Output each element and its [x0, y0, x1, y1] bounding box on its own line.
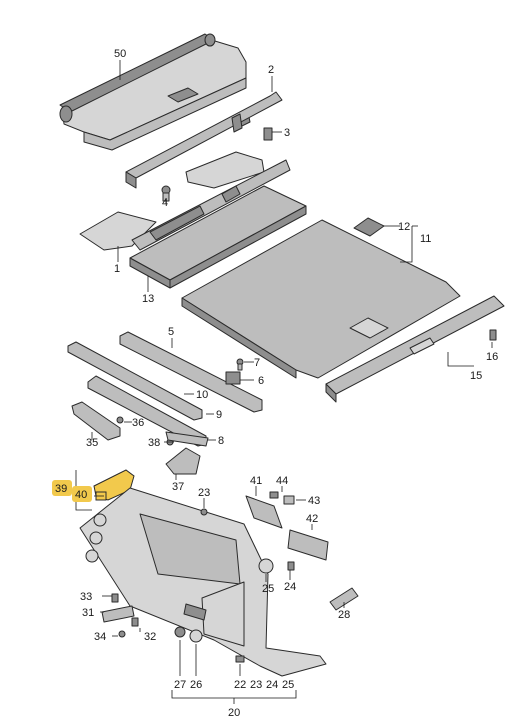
part-33-part: [111, 593, 119, 603]
callout-39: 39: [55, 483, 67, 495]
part-42-panel: [287, 529, 329, 561]
part-5-rail: [119, 331, 263, 413]
callout-9: 9: [216, 409, 222, 421]
callout-42: 42: [306, 513, 318, 525]
part-23-clip: [200, 508, 208, 516]
callout-25: 25: [262, 583, 274, 595]
callout-41: 41: [250, 475, 262, 487]
part-1-side-panel: [79, 159, 291, 251]
callout-25-lower: 25: [282, 679, 294, 691]
callout-37: 37: [172, 481, 184, 493]
callout-10: 10: [196, 389, 208, 401]
part-28-part: [329, 587, 359, 611]
callout-13: 13: [142, 293, 154, 305]
part-44-part: [269, 491, 279, 499]
part-6-clip: [225, 371, 241, 385]
callout-28: 28: [338, 609, 350, 621]
callout-35: 35: [86, 437, 98, 449]
callout-40: 40: [75, 489, 87, 501]
part-20-side-trim: [79, 487, 327, 677]
callout-1: 1: [114, 263, 120, 275]
part-8-part: [165, 431, 209, 447]
callout-27: 27: [174, 679, 186, 691]
callout-24: 24: [284, 581, 296, 593]
callout-4: 4: [162, 197, 168, 209]
callout-16: 16: [486, 351, 498, 363]
callout-3: 3: [284, 127, 290, 139]
part-26-part: [189, 629, 203, 643]
part-22-part: [235, 655, 245, 663]
callout-23-lower: 23: [250, 679, 262, 691]
part-7-screw: [236, 358, 244, 371]
callout-50: 50: [114, 48, 126, 60]
part-35-bracket: [71, 401, 121, 441]
callout-32: 32: [144, 631, 156, 643]
callout-34: 34: [94, 631, 106, 643]
part-32-part: [131, 617, 139, 627]
callout-24-lower: 24: [266, 679, 278, 691]
callout-2: 2: [268, 64, 274, 76]
part-2-rail: [125, 91, 283, 189]
part-37-bracket: [165, 447, 201, 475]
callout-15: 15: [470, 370, 482, 382]
callout-33: 33: [80, 591, 92, 603]
part-36-screw: [116, 416, 124, 424]
part-16-clip: [489, 329, 497, 341]
callout-5: 5: [168, 326, 174, 338]
part-43-part: [283, 495, 295, 505]
part-12-cover: [353, 217, 385, 237]
callout-12: 12: [398, 221, 410, 233]
callout-40-highlight: [72, 486, 92, 502]
part-24-clip: [287, 561, 295, 571]
callout-36: 36: [132, 417, 144, 429]
callout-22: 22: [234, 679, 246, 691]
callout-20: 20: [228, 707, 240, 719]
part-3-clip: [263, 127, 273, 141]
callout-43: 43: [308, 495, 320, 507]
callout-11: 11: [420, 233, 431, 245]
part-31-bracket: [101, 605, 135, 623]
part-10-rail: [67, 341, 203, 421]
part-27-part: [174, 626, 186, 638]
leader-lines: [75, 60, 493, 704]
callout-7: 7: [254, 357, 260, 369]
part-34-screw: [118, 630, 126, 638]
callout-38: 38: [148, 437, 160, 449]
part-13-floor-panel: [129, 185, 307, 289]
callout-23: 23: [198, 487, 210, 499]
callout-31: 31: [82, 607, 94, 619]
part-15-sill-trim: [325, 295, 505, 403]
part-25-grommet: [258, 558, 274, 574]
callout-6: 6: [258, 375, 264, 387]
callout-44: 44: [276, 475, 288, 487]
callout-39-highlight: [52, 480, 72, 496]
part-11-floor-covering: [181, 219, 461, 379]
callout-8: 8: [218, 435, 224, 447]
part-41-panel: [245, 495, 283, 529]
callout-26: 26: [190, 679, 202, 691]
